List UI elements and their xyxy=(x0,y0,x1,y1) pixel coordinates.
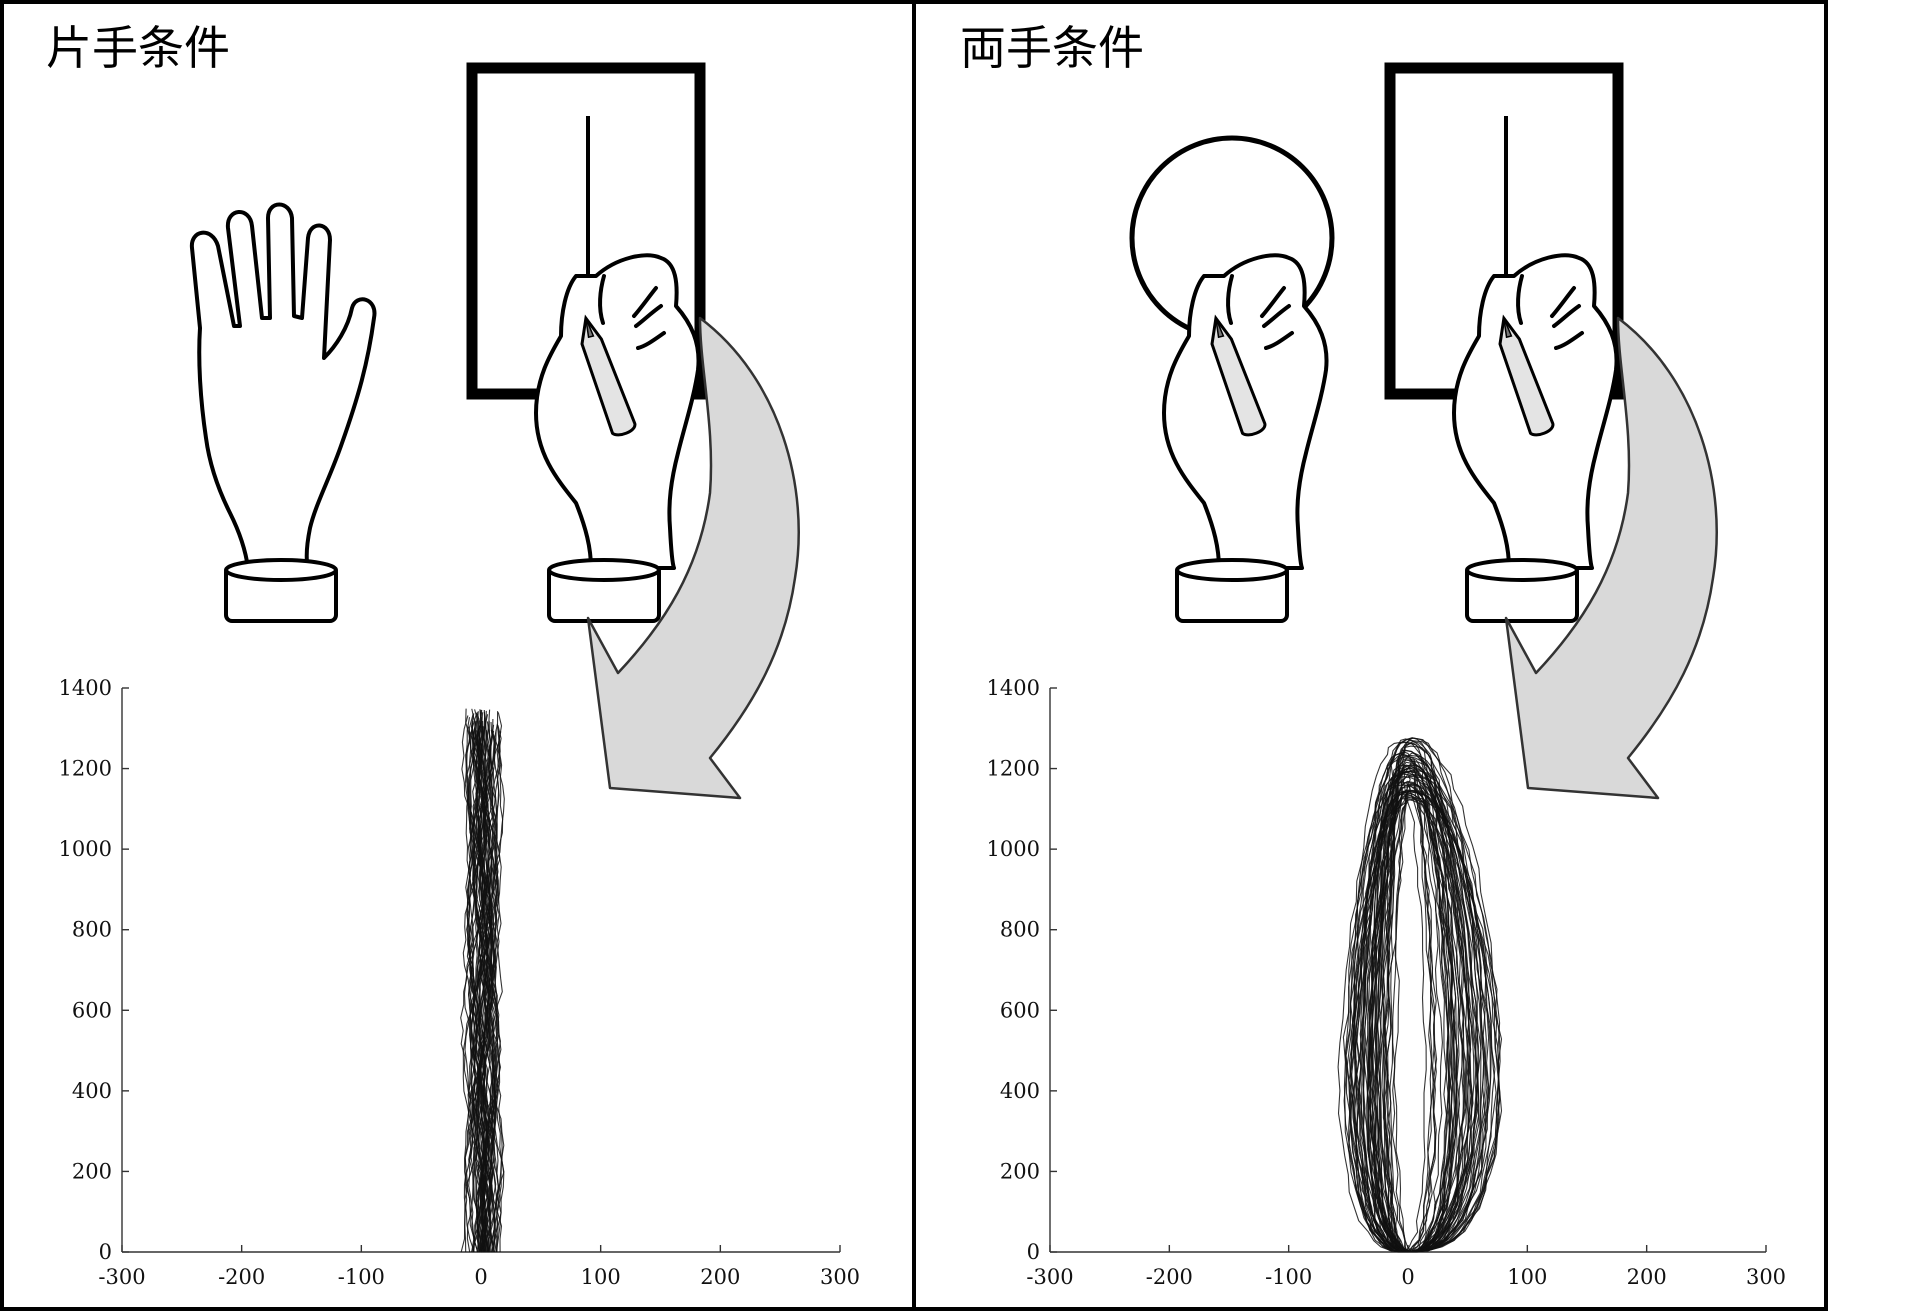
trace-line xyxy=(1375,770,1471,1253)
x-tick-label: -200 xyxy=(1146,1265,1193,1289)
x-tick-label: -200 xyxy=(218,1265,265,1289)
x-tick-label: -300 xyxy=(98,1265,145,1289)
trace-line xyxy=(1377,783,1486,1253)
trace-line xyxy=(1379,761,1478,1253)
trace-line xyxy=(1366,775,1503,1253)
y-tick-label: 600 xyxy=(1000,998,1040,1022)
y-tick-label: 600 xyxy=(72,998,112,1022)
y-tick-label: 0 xyxy=(1027,1240,1040,1264)
trace-line xyxy=(1374,743,1459,1253)
trace-line xyxy=(479,724,501,1253)
trace-line xyxy=(1348,754,1470,1253)
panel-frame-right xyxy=(912,0,1828,1311)
trace-line xyxy=(473,712,500,1253)
panel-frame-left xyxy=(0,0,916,1311)
trace-line xyxy=(1387,749,1480,1253)
y-tick-label: 1000 xyxy=(59,837,112,861)
trace-line xyxy=(1382,799,1464,1253)
chart-bimanual: -300 -200 -100 0 100 200 300 0 200 400 600 800 1000 1… xyxy=(987,676,1787,1289)
y-tick-label: 1200 xyxy=(987,757,1040,781)
trace-line xyxy=(477,718,493,1253)
x-tick-label: 200 xyxy=(1627,1265,1667,1289)
trace-group xyxy=(1337,737,1503,1253)
trace-line xyxy=(1345,791,1501,1253)
y-tick-label: 800 xyxy=(1000,918,1040,942)
chart-unimanual: -300 -200 -100 0 100 200 300 0 200 400 600 800 1000 1… xyxy=(59,676,861,1289)
y-tick-label: 1200 xyxy=(59,757,112,781)
y-tick-label: 1000 xyxy=(987,837,1040,861)
x-tick-label: -100 xyxy=(1265,1265,1312,1289)
y-tick-label: 1400 xyxy=(987,676,1040,700)
x-tick-label: 100 xyxy=(1507,1265,1547,1289)
trace-line xyxy=(472,723,502,1253)
x-tick-label: 300 xyxy=(1746,1265,1786,1289)
x-tick-label: 0 xyxy=(474,1265,487,1289)
trace-line xyxy=(476,731,503,1253)
trace-line xyxy=(1362,791,1427,1253)
y-tick-label: 200 xyxy=(1000,1159,1040,1183)
panel-title-right: 両手条件 xyxy=(960,21,1144,75)
x-tick-label: 200 xyxy=(700,1265,740,1289)
trace-line xyxy=(1367,738,1468,1253)
x-tick-label: -300 xyxy=(1026,1265,1073,1289)
y-tick-label: 400 xyxy=(1000,1079,1040,1103)
trace-line xyxy=(1382,752,1461,1253)
trace-line xyxy=(474,730,494,1253)
x-tick-label: 100 xyxy=(581,1265,621,1289)
x-tick-label: 0 xyxy=(1401,1265,1414,1289)
trace-line xyxy=(1342,771,1451,1253)
left-panel-illustration xyxy=(189,68,800,800)
trace-line xyxy=(470,710,487,1253)
trace-line xyxy=(1393,760,1491,1253)
y-tick-label: 0 xyxy=(99,1240,112,1264)
trace-line xyxy=(1377,780,1458,1253)
trace-line xyxy=(1363,766,1478,1253)
trace-group xyxy=(460,708,505,1253)
trace-line xyxy=(1349,793,1473,1253)
right-panel-illustration xyxy=(1129,68,1718,800)
y-tick-label: 800 xyxy=(72,918,112,942)
panel-title-left: 片手条件 xyxy=(46,21,230,75)
trace-line xyxy=(474,725,499,1253)
open-hand-icon xyxy=(189,202,377,623)
x-tick-label: 300 xyxy=(820,1265,860,1289)
y-tick-label: 1400 xyxy=(59,676,112,700)
y-tick-label: 400 xyxy=(72,1079,112,1103)
x-tick-label: -100 xyxy=(338,1265,385,1289)
trace-line xyxy=(467,727,482,1253)
y-tick-label: 200 xyxy=(72,1159,112,1183)
trace-line xyxy=(466,714,490,1253)
